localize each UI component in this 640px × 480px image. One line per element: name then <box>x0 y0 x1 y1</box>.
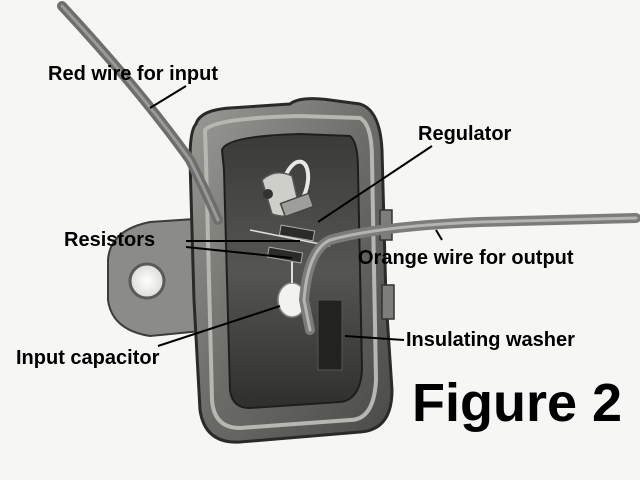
leader-capacitor <box>157 305 281 347</box>
leader-washer <box>344 335 405 341</box>
regulator-component <box>261 159 315 218</box>
mounting-hole <box>128 262 166 300</box>
figure-title: Figure 2 <box>412 373 623 433</box>
resistors-component <box>249 224 331 264</box>
leader-orange-wire <box>435 229 443 241</box>
insulating-washer-component <box>317 299 343 371</box>
label-input-capacitor: Input capacitor <box>16 347 160 369</box>
leader-regulator <box>317 145 433 223</box>
label-regulator: Regulator <box>418 123 512 145</box>
label-resistors: Resistors <box>64 229 156 251</box>
label-red-wire: Red wire for input <box>48 63 218 85</box>
leader-red-wire <box>149 85 187 109</box>
label-orange-wire: Orange wire for output <box>358 247 574 269</box>
leader-lines <box>149 85 443 347</box>
leader-resistor-2 <box>185 246 293 259</box>
label-insulating-washer: Insulating washer <box>406 329 575 351</box>
